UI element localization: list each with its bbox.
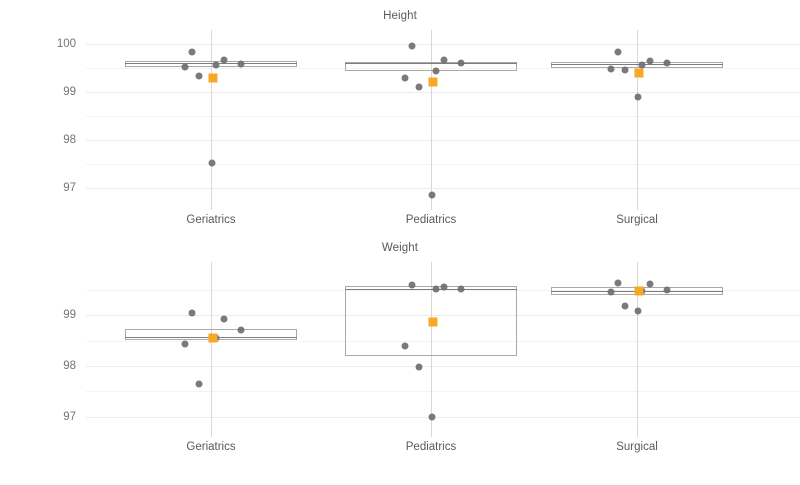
data-point: [440, 56, 448, 64]
mean-marker: [428, 317, 438, 327]
x-axis-tick-label: Surgical: [616, 441, 658, 453]
y-axis-tick-label: 99: [63, 86, 76, 99]
y-axis-tick-label: 98: [63, 134, 76, 147]
x-axis-tick-label: Geriatrics: [186, 214, 236, 226]
mean-marker: [208, 333, 218, 343]
mean-marker: [208, 73, 218, 83]
data-point: [634, 93, 642, 101]
whisker-line: [431, 30, 432, 210]
data-point: [208, 159, 216, 167]
boxplot-box: [345, 285, 517, 357]
data-point: [638, 61, 646, 69]
data-point: [457, 285, 465, 293]
data-point: [646, 57, 654, 65]
x-axis-tick-label: Geriatrics: [186, 441, 236, 453]
y-axis-tick-label: 97: [63, 410, 76, 423]
gridline-major: [86, 44, 800, 46]
gridline-major: [86, 416, 800, 418]
data-point: [663, 59, 671, 67]
data-point: [614, 48, 622, 56]
data-point: [220, 315, 228, 323]
boxplot-median-line: [125, 62, 297, 64]
y-axis-tick-label: 100: [56, 38, 76, 51]
whisker-line: [431, 262, 432, 437]
panel-title: Weight: [381, 242, 419, 254]
whisker-line: [637, 262, 638, 437]
boxplot-box: [345, 61, 517, 71]
boxplot-box: [125, 61, 297, 68]
data-point: [663, 286, 671, 294]
data-point: [621, 302, 629, 310]
whisker-line: [637, 30, 638, 210]
data-point: [188, 48, 196, 56]
whisker-line: [211, 262, 212, 437]
gridline-minor: [86, 116, 800, 118]
panel-title: Height: [383, 10, 417, 22]
boxplot-median-line: [345, 62, 517, 64]
data-point: [614, 279, 622, 287]
y-axis-tick-label: 99: [63, 309, 76, 322]
data-point: [195, 72, 203, 80]
data-point: [646, 280, 654, 288]
data-point: [457, 59, 465, 67]
data-point: [408, 281, 416, 289]
data-point: [212, 61, 220, 69]
y-axis-tick-label: 97: [63, 182, 76, 195]
mean-marker: [428, 77, 438, 87]
gridline-minor: [86, 164, 800, 166]
data-point: [428, 413, 436, 421]
data-point: [237, 60, 245, 68]
data-point: [440, 283, 448, 291]
boxplot-median-line: [345, 288, 517, 290]
x-axis-tick-label: Pediatrics: [405, 214, 457, 226]
gridline-major: [86, 188, 800, 190]
data-point: [634, 307, 642, 315]
boxplot-box: [551, 62, 723, 69]
plot-area: [86, 262, 800, 437]
whisker-line: [211, 30, 212, 210]
gridline-minor: [86, 68, 800, 70]
x-axis-tick-label: Surgical: [616, 214, 658, 226]
data-point: [432, 285, 440, 293]
gridline-minor: [86, 340, 800, 342]
gridline-major: [86, 365, 800, 367]
data-point: [415, 83, 423, 91]
gridline-major: [86, 315, 800, 317]
data-point: [237, 326, 245, 334]
mean-marker: [634, 68, 644, 78]
data-point: [188, 309, 196, 317]
data-point: [415, 363, 423, 371]
data-point: [621, 66, 629, 74]
gridline-minor: [86, 391, 800, 393]
gridline-major: [86, 92, 800, 94]
data-point: [220, 56, 228, 64]
mean-marker: [634, 286, 644, 296]
x-axis-tick-label: Pediatrics: [405, 441, 457, 453]
data-point: [401, 342, 409, 350]
data-point: [401, 74, 409, 82]
data-point: [408, 42, 416, 50]
data-point: [607, 65, 615, 73]
data-point: [428, 191, 436, 199]
data-point: [181, 63, 189, 71]
y-axis-tick-label: 98: [63, 359, 76, 372]
data-point: [607, 288, 615, 296]
data-point: [432, 67, 440, 75]
data-point: [181, 340, 189, 348]
data-point: [195, 380, 203, 388]
boxplot-median-line: [551, 63, 723, 65]
plot-area: [86, 30, 800, 210]
gridline-major: [86, 140, 800, 142]
